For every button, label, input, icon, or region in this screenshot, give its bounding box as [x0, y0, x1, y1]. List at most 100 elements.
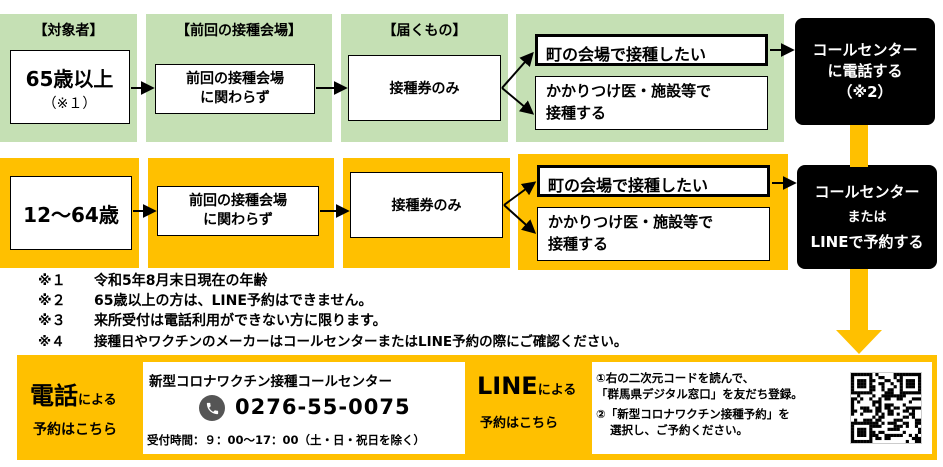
qr-module — [866, 409, 870, 413]
line-step2: ②「新型コロナワクチン接種予約」を 選択し、ご予約ください。 — [596, 406, 790, 438]
row1-target-note: （※１） — [42, 96, 97, 112]
note-3-text: 来所受付は電話利用ができない方に限ります。 — [94, 313, 387, 329]
qr-module — [917, 382, 922, 386]
qr-module — [899, 391, 903, 395]
qr-module — [851, 388, 855, 392]
row2-option1-label: 町の会場で接種したい — [548, 176, 709, 195]
qr-module — [893, 406, 897, 410]
qr-module — [857, 373, 861, 377]
qr-module — [878, 430, 882, 434]
qr-module — [869, 382, 873, 386]
qr-module — [914, 439, 919, 444]
qr-module — [905, 373, 909, 377]
phone-icon — [199, 395, 225, 421]
qr-module — [857, 421, 861, 425]
qr-module — [881, 385, 885, 389]
qr-module — [854, 418, 858, 422]
qr-module — [896, 424, 900, 428]
qr-module — [869, 376, 873, 380]
qr-module — [863, 421, 867, 425]
qr-module — [887, 409, 891, 413]
qr-module — [914, 373, 919, 377]
phone-info-box[interactable]: 新型コロナワクチン接種コールセンター 0276-55-0075 受付時間：９：0… — [143, 362, 465, 454]
qr-module — [896, 412, 900, 416]
qr-module — [917, 397, 922, 401]
qr-module — [911, 379, 916, 383]
qr-module — [863, 406, 867, 410]
qr-module — [905, 421, 909, 425]
gold-connector-upper — [850, 125, 868, 167]
qr-module — [911, 397, 916, 401]
qr-module — [899, 376, 903, 380]
phone-number[interactable]: 0276-55-0075 — [235, 395, 411, 419]
qr-module — [887, 433, 891, 438]
row1-item-label: 接種券のみ — [389, 81, 460, 97]
qr-module — [905, 406, 909, 410]
qr-module — [905, 424, 909, 428]
line-heading-big: LINE — [477, 372, 538, 400]
qr-module — [851, 424, 855, 428]
qr-module — [905, 409, 909, 413]
qr-module — [896, 394, 900, 398]
qr-module — [875, 400, 879, 404]
qr-module — [902, 391, 906, 395]
qr-module — [851, 433, 855, 438]
qr-module — [890, 391, 894, 395]
qr-module — [911, 409, 916, 413]
qr-module — [881, 382, 885, 386]
qr-module — [893, 418, 897, 422]
qr-module — [872, 388, 876, 392]
row1-result-line1: コールセンター — [812, 41, 918, 59]
qr-module — [917, 385, 922, 389]
qr-module — [860, 430, 864, 434]
qr-module — [857, 427, 861, 431]
qr-module — [869, 433, 873, 438]
row1-option2-line1: かかりつけ医・施設等で — [546, 82, 712, 100]
qr-module — [905, 415, 909, 419]
qr-module — [908, 385, 912, 389]
qr-module — [869, 418, 873, 422]
qr-module — [851, 376, 855, 380]
row2-result-line1: コールセンター — [814, 182, 920, 201]
qr-module — [881, 415, 885, 419]
qr-module — [872, 394, 876, 398]
qr-module — [899, 382, 903, 386]
qr-module — [899, 397, 903, 401]
qr-module — [890, 427, 894, 431]
qr-module — [917, 418, 922, 422]
qr-module — [851, 436, 855, 441]
qr-module — [860, 397, 864, 401]
qr-module — [857, 433, 861, 438]
qr-module — [851, 412, 855, 416]
qr-module — [860, 391, 864, 395]
qr-module — [854, 439, 858, 444]
row1-option1-box: 町の会場で接種したい — [535, 34, 768, 66]
qr-module — [863, 427, 867, 431]
qr-module — [851, 427, 855, 431]
qr-module — [863, 418, 867, 422]
qr-module — [881, 412, 885, 416]
note-1-text: 令和5年8月末日現在の年齢 — [94, 273, 268, 289]
qr-module — [890, 421, 894, 425]
qr-module — [851, 382, 855, 386]
qr-module — [860, 412, 864, 416]
qr-module — [908, 400, 912, 404]
qr-module — [872, 424, 876, 428]
qr-module — [863, 439, 867, 444]
row2-option2-line2: 接種する — [548, 235, 609, 253]
qr-module — [893, 394, 897, 398]
line-info-box: ①右の二次元コードを読んで、 「群馬県デジタル窓口」を友だち登録。 ②「新型コロ… — [592, 362, 932, 454]
qr-module — [914, 436, 919, 441]
qr-module — [887, 394, 891, 398]
qr-module — [857, 379, 861, 383]
qr-module — [887, 436, 891, 441]
phone-subheading: 予約はこちら — [33, 422, 117, 438]
row1-result-box: コールセンター に電話する （※2） — [795, 18, 935, 125]
qr-code-icon[interactable] — [850, 372, 922, 444]
qr-module — [851, 373, 855, 377]
phone-heading: 電話による — [30, 376, 140, 411]
qr-module — [884, 391, 888, 395]
row1-result-line2: に電話する — [827, 62, 903, 80]
